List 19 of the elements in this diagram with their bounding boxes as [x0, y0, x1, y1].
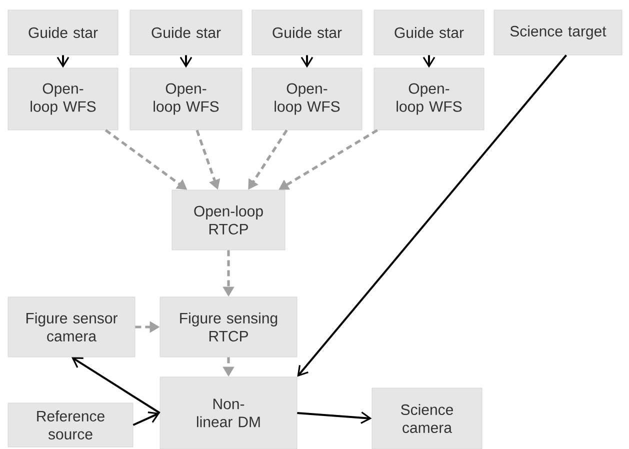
- arrow: [132, 412, 160, 426]
- arrow: [297, 54, 568, 377]
- arrow: [297, 412, 372, 424]
- process-box: Non-linear DM: [160, 376, 298, 449]
- process-box: Open-loop RTCP: [172, 190, 286, 250]
- process-box: Figure sensor camera: [8, 296, 136, 358]
- process-box: Figure sensing RTCP: [160, 296, 298, 358]
- process-box: Guide star: [252, 10, 362, 56]
- arrow: [72, 357, 160, 414]
- process-box: Guide star: [8, 10, 118, 56]
- process-box: Science camera: [372, 388, 482, 449]
- process-box: Open-loop WFS: [130, 68, 242, 130]
- process-box: Open-loop WFS: [8, 68, 118, 130]
- process-box: Guide star: [130, 10, 242, 56]
- process-box: Reference source: [8, 402, 134, 448]
- process-box: Guide star: [374, 10, 484, 56]
- process-box: Open-loop WFS: [374, 68, 484, 130]
- process-box: Open-loop WFS: [252, 68, 362, 130]
- process-box: Science target: [494, 10, 622, 56]
